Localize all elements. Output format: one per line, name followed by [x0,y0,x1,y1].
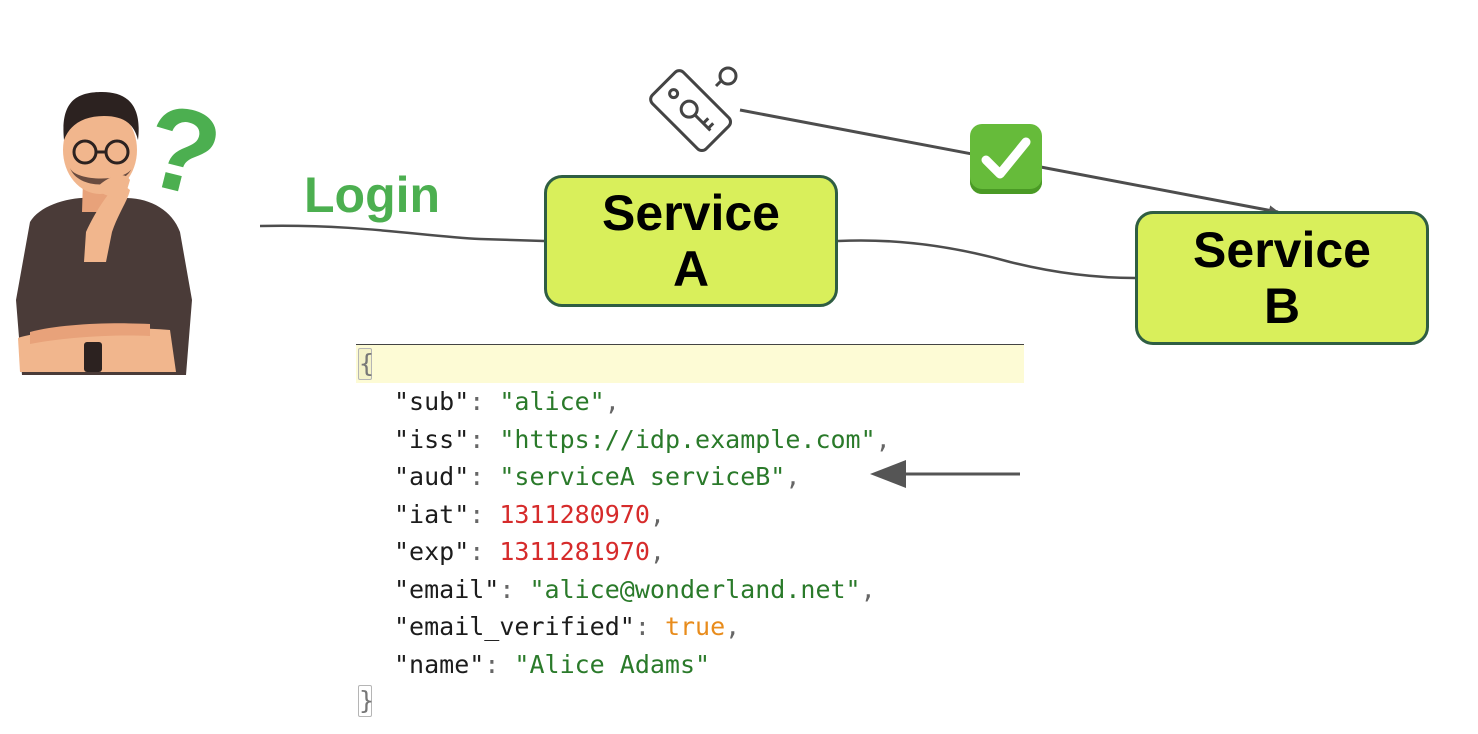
json-comma: , [875,424,891,454]
json-comma: , [860,574,876,604]
code-line: "email": "alice@wonderland.net", [394,572,876,608]
json-key: "name" [394,649,485,679]
current-line-highlight [356,345,1024,383]
json-colon: : [484,649,515,679]
code-top-border [356,344,1024,345]
json-key: "sub" [394,387,470,416]
json-colon: : [499,574,530,604]
key-tag-icon [649,66,738,153]
code-line: "exp": 1311281970, [394,534,665,570]
open-brace: { [358,348,375,380]
check-mark-icon [970,124,1042,194]
json-value: "Alice Adams" [514,649,711,679]
json-comma: , [649,537,665,566]
code-line: "iss": "https://idp.example.com", [394,422,891,458]
json-key: "email" [394,574,500,604]
json-comma: , [725,612,741,641]
code-line: "email_verified": true, [394,609,740,645]
service-b-line1: Service [1193,222,1371,278]
code-line: "name": "Alice Adams" [394,647,710,683]
arrow-left-icon [870,460,1020,488]
login-label: Login [304,167,441,223]
close-brace: } [358,685,375,717]
json-colon: : [469,537,500,566]
json-comma: , [785,462,801,491]
json-colon: : [634,612,665,641]
json-colon: : [469,499,500,529]
json-value: "https://idp.example.com" [499,424,876,454]
json-colon: : [469,387,500,416]
thinking-person-icon [16,92,192,375]
json-value: "serviceA serviceB" [499,462,786,491]
service-connector [837,239,1136,280]
login-connector [259,224,545,243]
service-a-line1: Service [602,185,780,241]
json-key: "iss" [394,424,470,454]
json-key: "iat" [394,499,470,529]
json-value: "alice" [499,387,605,416]
json-key: "aud" [394,462,470,491]
json-value: 1311280970 [499,499,650,529]
json-value: true [664,612,726,641]
json-colon: : [469,462,500,491]
code-line: "aud": "serviceA serviceB", [394,459,800,495]
json-value: 1311281970 [499,537,650,566]
json-colon: : [469,424,500,454]
service-b-line2: B [1263,278,1301,334]
json-comma: , [649,499,665,529]
json-value: "alice@wonderland.net" [529,574,861,604]
service-a-box: Service A [544,175,838,307]
json-comma: , [604,387,620,416]
json-key: "email_verified" [394,612,635,641]
code-line: "iat": 1311280970, [394,497,665,533]
service-b-box: Service B [1135,211,1429,345]
code-line: "sub": "alice", [394,384,620,420]
json-key: "exp" [394,537,470,566]
service-a-line2: A [672,241,710,297]
jwt-payload-code: { "sub": "alice","iss": "https://idp.exa… [356,344,1024,724]
